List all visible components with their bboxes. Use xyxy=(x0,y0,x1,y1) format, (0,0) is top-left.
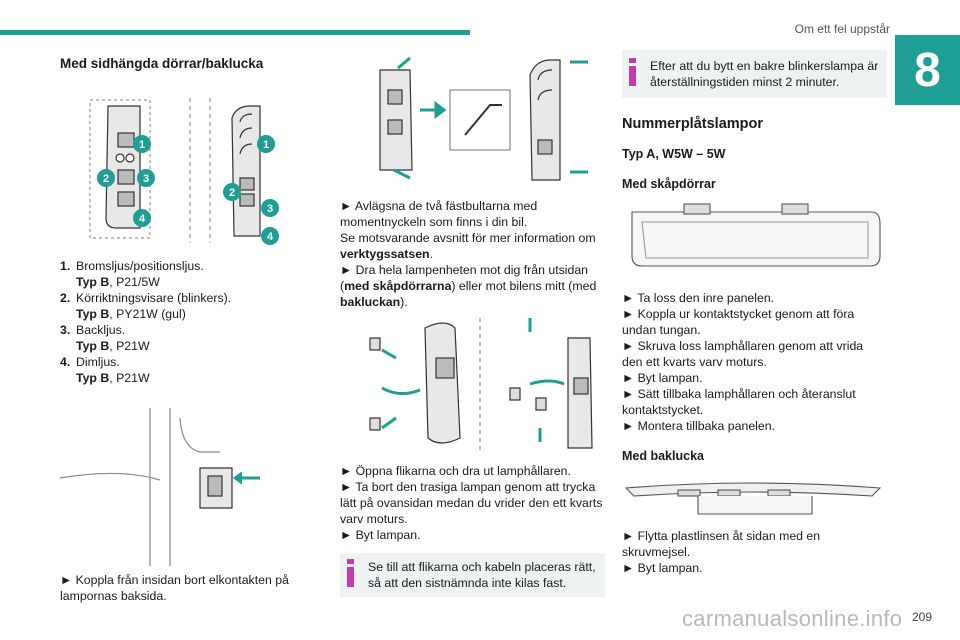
rear-lamp-callout-figure: 1 2 3 4 1 2 3 4 xyxy=(89,98,279,245)
step-text: ► Dra hela lampenheten mot dig från utsi… xyxy=(340,263,597,309)
bolt-removal-figure xyxy=(379,56,588,181)
header-accent-bar xyxy=(0,30,470,35)
step-text: ► Byt lampan. xyxy=(622,371,703,385)
type-heading: Typ A, W5W – 5W xyxy=(622,147,726,161)
legend-item: 4. Dimljus.Typ B, P21W xyxy=(60,355,150,385)
section-heading: Med sidhängda dörrar/baklucka xyxy=(60,56,264,71)
watermark: carmanualsonline.info xyxy=(682,606,903,631)
running-head: Om ett fel uppstår xyxy=(794,22,890,36)
svg-text:1: 1 xyxy=(263,139,269,151)
callout-2-right: 2 xyxy=(223,183,241,201)
lampholder-figure xyxy=(369,318,593,453)
column-3: Efter att du bytt en bakre blinkerslampa… xyxy=(622,50,887,576)
legend-item: 1. Bromsljus/positionsljus.Typ B, P21/5W xyxy=(60,259,204,289)
step-text: Se motsvarande avsnitt för mer informati… xyxy=(340,231,596,261)
step-text: ► Sätt tillbaka lamphållaren och återans… xyxy=(622,387,856,417)
info-icon xyxy=(629,58,636,86)
svg-text:2: 2 xyxy=(229,187,235,199)
column-2: ► Avlägsna de två fästbultarna med momen… xyxy=(340,50,605,597)
svg-text:2: 2 xyxy=(103,173,109,185)
section-heading: Nummerplåtslampor xyxy=(622,116,764,132)
info-box: Se till att flikarna och kabeln placeras… xyxy=(340,553,605,597)
connector-figure xyxy=(60,408,260,566)
step-text: ► Ta bort den trasiga lampan genom att t… xyxy=(340,480,603,526)
step-text: ► Öppna flikarna och dra ut lamphållaren… xyxy=(340,464,571,478)
step-text: ► Skruva loss lamphållaren genom att vri… xyxy=(622,339,864,369)
info-box: Efter att du bytt en bakre blinkerslampa… xyxy=(622,50,887,98)
steps-list: ► Ta loss den inre panelen. ► Koppla ur … xyxy=(622,290,887,434)
subheading-tailgate: Med baklucka xyxy=(622,449,704,463)
svg-text:1: 1 xyxy=(139,139,145,151)
chapter-badge: 8 xyxy=(895,35,960,105)
steps-list: ► Flytta plastlinsen åt sidan med en skr… xyxy=(622,528,887,576)
number-plate-lamp-doors-figure xyxy=(631,203,881,267)
callout-1-left: 1 xyxy=(133,135,151,153)
svg-text:3: 3 xyxy=(267,203,273,215)
subheading-panel-doors: Med skåpdörrar xyxy=(622,177,716,191)
right-lamp-illustration xyxy=(209,98,261,243)
arrow-icon xyxy=(381,318,565,442)
arrow-icon xyxy=(393,56,588,180)
step-text: ► Ta loss den inre panelen. xyxy=(622,291,775,305)
callout-3-left: 3 xyxy=(137,169,155,187)
info-icon xyxy=(347,559,354,587)
info-text: Efter att du bytt en bakre blinkerslampa… xyxy=(650,59,879,89)
step-text: ► Koppla ur kontaktstycket genom att för… xyxy=(622,307,855,337)
info-text: Se till att flikarna och kabeln placeras… xyxy=(368,560,596,590)
callout-3-right: 3 xyxy=(261,199,279,217)
callout-4-right: 4 xyxy=(261,227,279,245)
bulb-legend: 1. Bromsljus/positionsljus.Typ B, P21/5W… xyxy=(60,258,330,386)
svg-text:4: 4 xyxy=(139,213,146,225)
column-1: Med sidhängda dörrar/baklucka 1 xyxy=(60,56,330,604)
step-text: ► Avlägsna de två fästbultarna med momen… xyxy=(340,199,538,229)
callout-1-right: 1 xyxy=(257,135,275,153)
svg-text:3: 3 xyxy=(143,173,149,185)
svg-text:4: 4 xyxy=(267,231,274,243)
number-plate-lamp-tailgate-figure xyxy=(624,482,882,515)
step-text: ► Byt lampan. xyxy=(622,561,703,575)
page-number: 209 xyxy=(912,610,933,624)
legend-item: 2. Körriktningsvisare (blinkers).Typ B, … xyxy=(60,291,232,321)
legend-item: 3. Backljus.Typ B, P21W xyxy=(60,323,150,353)
step-text: ► Koppla från insidan bort elkontakten p… xyxy=(60,573,289,603)
step-text: ► Flytta plastlinsen åt sidan med en skr… xyxy=(622,529,821,559)
callout-4-left: 4 xyxy=(133,209,151,227)
callout-2-left: 2 xyxy=(97,169,115,187)
step-text: ► Byt lampan. xyxy=(340,528,421,542)
step-text: ► Montera tillbaka panelen. xyxy=(622,419,775,433)
